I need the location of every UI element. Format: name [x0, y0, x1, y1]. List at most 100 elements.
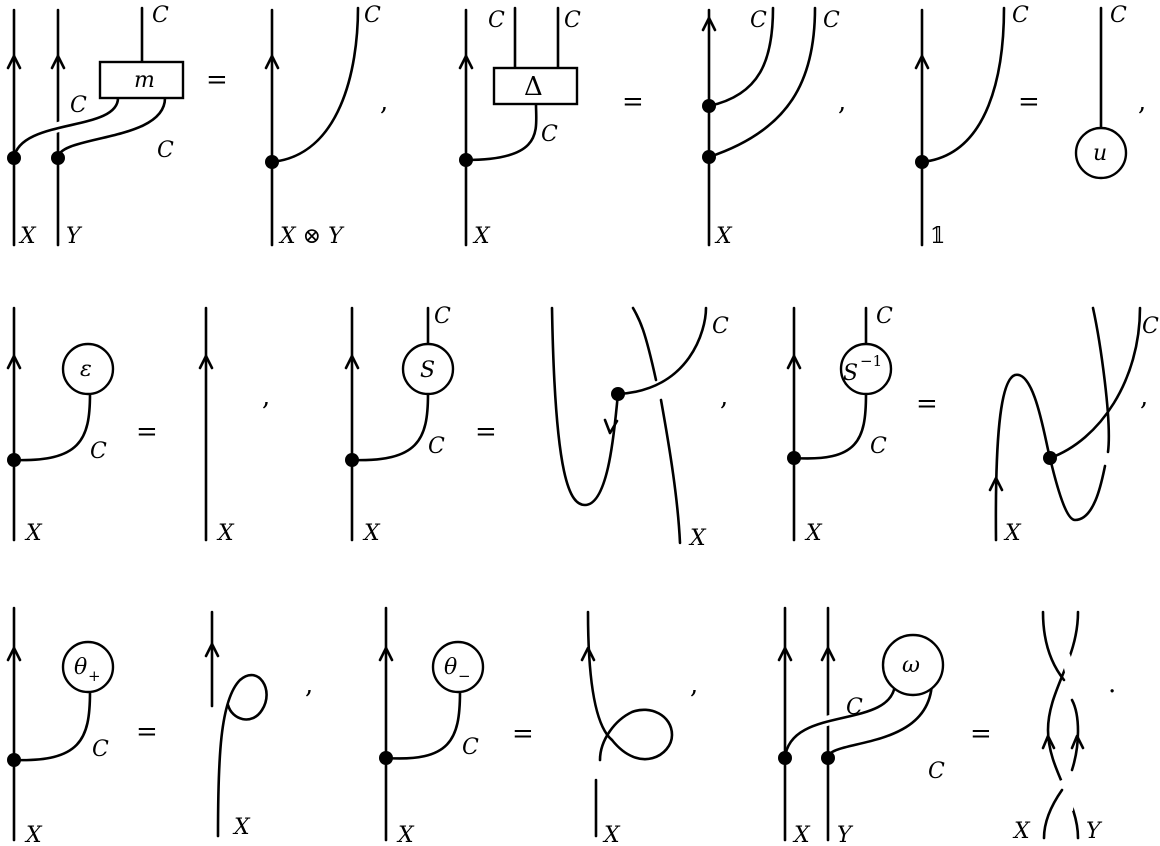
eq2-rhs-diagram: C C X — [701, 6, 840, 249]
equals-sign: = — [512, 719, 534, 749]
label-exponent: −1 — [860, 352, 882, 370]
label-m: m — [134, 68, 155, 93]
comma: , — [305, 670, 313, 700]
label-y: Y — [837, 823, 854, 846]
label-y: Y — [1086, 819, 1103, 844]
label-c: C — [1142, 314, 1159, 339]
arrow-head — [580, 646, 596, 662]
u-node — [1074, 126, 1128, 180]
loop-strand — [994, 373, 1052, 542]
s-inverse-node — [839, 342, 893, 396]
equals-sign: = — [136, 717, 158, 747]
wire-c-lower — [826, 678, 934, 760]
action-dot — [51, 151, 65, 165]
label-c: C — [434, 304, 451, 329]
comma: , — [690, 670, 698, 700]
label-x: X — [792, 823, 811, 846]
arrow-head — [378, 646, 394, 662]
label-c: C — [152, 3, 169, 28]
eq8-lhs-diagram: θ − C X — [378, 606, 485, 846]
arrow-head — [344, 354, 360, 370]
label-x: X — [232, 815, 251, 840]
action-dot — [702, 150, 716, 164]
label-x: X — [216, 521, 235, 546]
label-x: X — [396, 823, 415, 846]
comma: , — [720, 382, 728, 412]
label-c: C — [564, 8, 581, 33]
label-c: C — [157, 138, 174, 163]
omega-node — [881, 633, 945, 697]
eq5-lhs-diagram: S C C X — [344, 304, 455, 546]
comma: , — [1138, 87, 1146, 117]
label-x: X — [714, 224, 733, 249]
label-c: C — [92, 737, 109, 762]
eq8-rhs-diagram: X — [580, 610, 674, 846]
label-c: C — [876, 304, 893, 329]
action-dot — [345, 453, 359, 467]
arrow-head — [786, 354, 802, 370]
arrow-head — [204, 642, 220, 658]
label-c: C — [462, 735, 479, 760]
label-c: C — [1012, 3, 1029, 28]
wire-to-delta — [464, 102, 538, 162]
label-c: C — [750, 8, 767, 33]
eq5-rhs-diagram: C X — [550, 306, 729, 551]
wire-to-theta-minus — [384, 690, 462, 760]
eq4-lhs-diagram: ε C X — [6, 306, 115, 546]
wire-to-theta-plus — [12, 690, 92, 762]
crossing-gap — [1057, 778, 1074, 811]
period: . — [1108, 669, 1116, 699]
label-c: C — [712, 314, 729, 339]
equals-sign: = — [206, 65, 228, 95]
eq7-rhs-diagram: X — [204, 610, 268, 840]
theta-minus-node — [431, 640, 485, 694]
strand-x-upper — [631, 306, 658, 382]
coaction-wire — [616, 306, 708, 396]
label-c: C — [428, 434, 445, 459]
twist-strand-upper — [586, 610, 614, 742]
action-dot — [379, 751, 393, 765]
label-s: S — [420, 358, 435, 383]
label-x-tensor-y: X ⊗ Y — [278, 224, 345, 249]
label-c: C — [823, 8, 840, 33]
action-dot — [7, 453, 21, 467]
action-dot — [459, 153, 473, 167]
label-c: C — [1110, 3, 1127, 28]
theta-plus-node — [61, 640, 115, 694]
label-unit-object: 𝟙 — [930, 224, 945, 249]
crossing-gap — [1055, 642, 1077, 691]
arrow-head — [198, 354, 214, 370]
twist-loop — [216, 673, 268, 838]
equals-sign: = — [475, 417, 497, 447]
label-x: X — [1012, 819, 1031, 844]
action-dot — [7, 753, 21, 767]
label-c: C — [541, 122, 558, 147]
label-c: C — [364, 3, 381, 28]
label-x: X — [688, 526, 707, 551]
arrow-head — [1070, 734, 1085, 750]
arrow-head — [6, 54, 22, 70]
s-node — [401, 342, 455, 396]
coaction-wire — [1048, 306, 1142, 460]
equals-sign: = — [136, 417, 158, 447]
coaction-wire-upper — [707, 6, 775, 108]
equals-sign: = — [622, 87, 644, 117]
action-dot — [821, 751, 835, 765]
arrow-head — [6, 354, 22, 370]
label-s-inverse: S — [843, 361, 858, 386]
label-theta: θ — [444, 655, 457, 680]
equals-sign: = — [916, 389, 938, 419]
label-delta: Δ — [524, 72, 543, 102]
label-x: X — [804, 521, 823, 546]
strand-x-lower — [659, 398, 682, 545]
arrow-head — [820, 646, 836, 662]
label-c: C — [488, 8, 505, 33]
action-dot — [611, 387, 625, 401]
arrow-head — [777, 646, 793, 662]
label-c: C — [928, 759, 945, 784]
eq7-lhs-diagram: θ + C X — [6, 606, 115, 846]
coaction-wire-lower — [707, 6, 817, 159]
label-x: X — [362, 521, 381, 546]
eq3-rhs-diagram: u C — [1074, 3, 1128, 180]
comma: , — [380, 87, 388, 117]
